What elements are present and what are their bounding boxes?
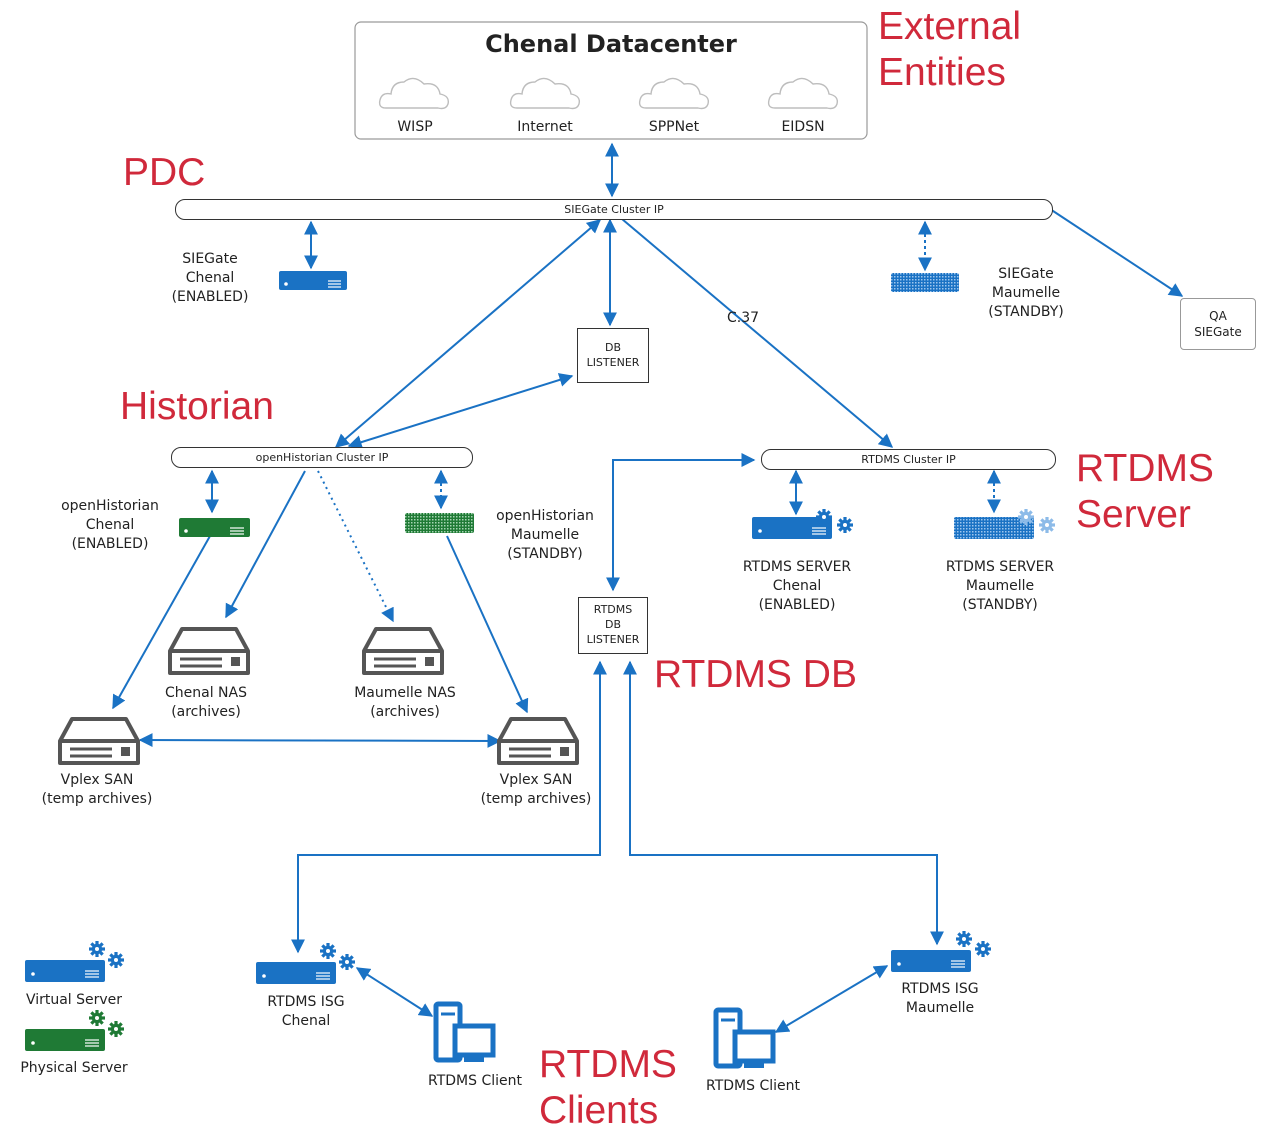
server-gear-icon <box>752 509 853 539</box>
server-icon <box>179 518 250 537</box>
section-label-pdc: PDC <box>123 151 206 194</box>
cloud-label-wisp: WISP <box>397 119 433 135</box>
legend-virtual-server: Virtual Server <box>25 992 123 1008</box>
server-icon <box>405 513 474 533</box>
openhistorian-cluster-ip: openHistorian Cluster IP <box>171 447 473 468</box>
cloud-label-internet: Internet <box>517 119 573 135</box>
datacenter-box <box>354 21 868 140</box>
rtdms-client-left-label: RTDMS Client <box>428 1073 522 1089</box>
cloud-label-sppnet: SPPNet <box>648 119 700 135</box>
server-gear-icon <box>25 941 124 982</box>
vplex-left-label: Vplex SAN(temp archives) <box>41 772 153 807</box>
server-gear-icon <box>256 943 355 984</box>
server-icon <box>891 273 959 292</box>
cloud-label-eidsn: EIDSN <box>781 119 825 135</box>
nas-drive-icon <box>58 717 140 765</box>
rtdms-client-right-label: RTDMS Client <box>706 1078 800 1094</box>
server-gear-icon <box>891 931 991 972</box>
datacenter-title: Chenal Datacenter <box>485 30 737 58</box>
section-label-historian: Historian <box>120 385 274 428</box>
client-computer-icon <box>433 1001 496 1063</box>
c37-link-label: C.37 <box>726 310 760 326</box>
nas-drive-icon <box>168 627 250 675</box>
siegate-cluster-ip: SIEGate Cluster IP <box>175 199 1053 220</box>
maumelle-nas-label: Maumelle NAS(archives) <box>354 685 456 720</box>
vplex-right-label: Vplex SAN(temp archives) <box>480 772 592 807</box>
server-icon <box>279 271 347 290</box>
rtdms-cluster-ip: RTDMS Cluster IP <box>761 449 1056 470</box>
legend-physical-server: Physical Server <box>20 1060 128 1076</box>
server-gear-icon <box>954 509 1055 539</box>
connections <box>112 142 1184 1033</box>
client-computer-icon <box>713 1007 776 1069</box>
server-gear-icon <box>25 1010 124 1051</box>
nas-drive-icon <box>497 717 579 765</box>
nas-drive-icon <box>362 627 444 675</box>
section-label-rtdms-db: RTDMS DB <box>654 653 857 696</box>
chenal-nas-label: Chenal NAS(archives) <box>165 685 247 720</box>
